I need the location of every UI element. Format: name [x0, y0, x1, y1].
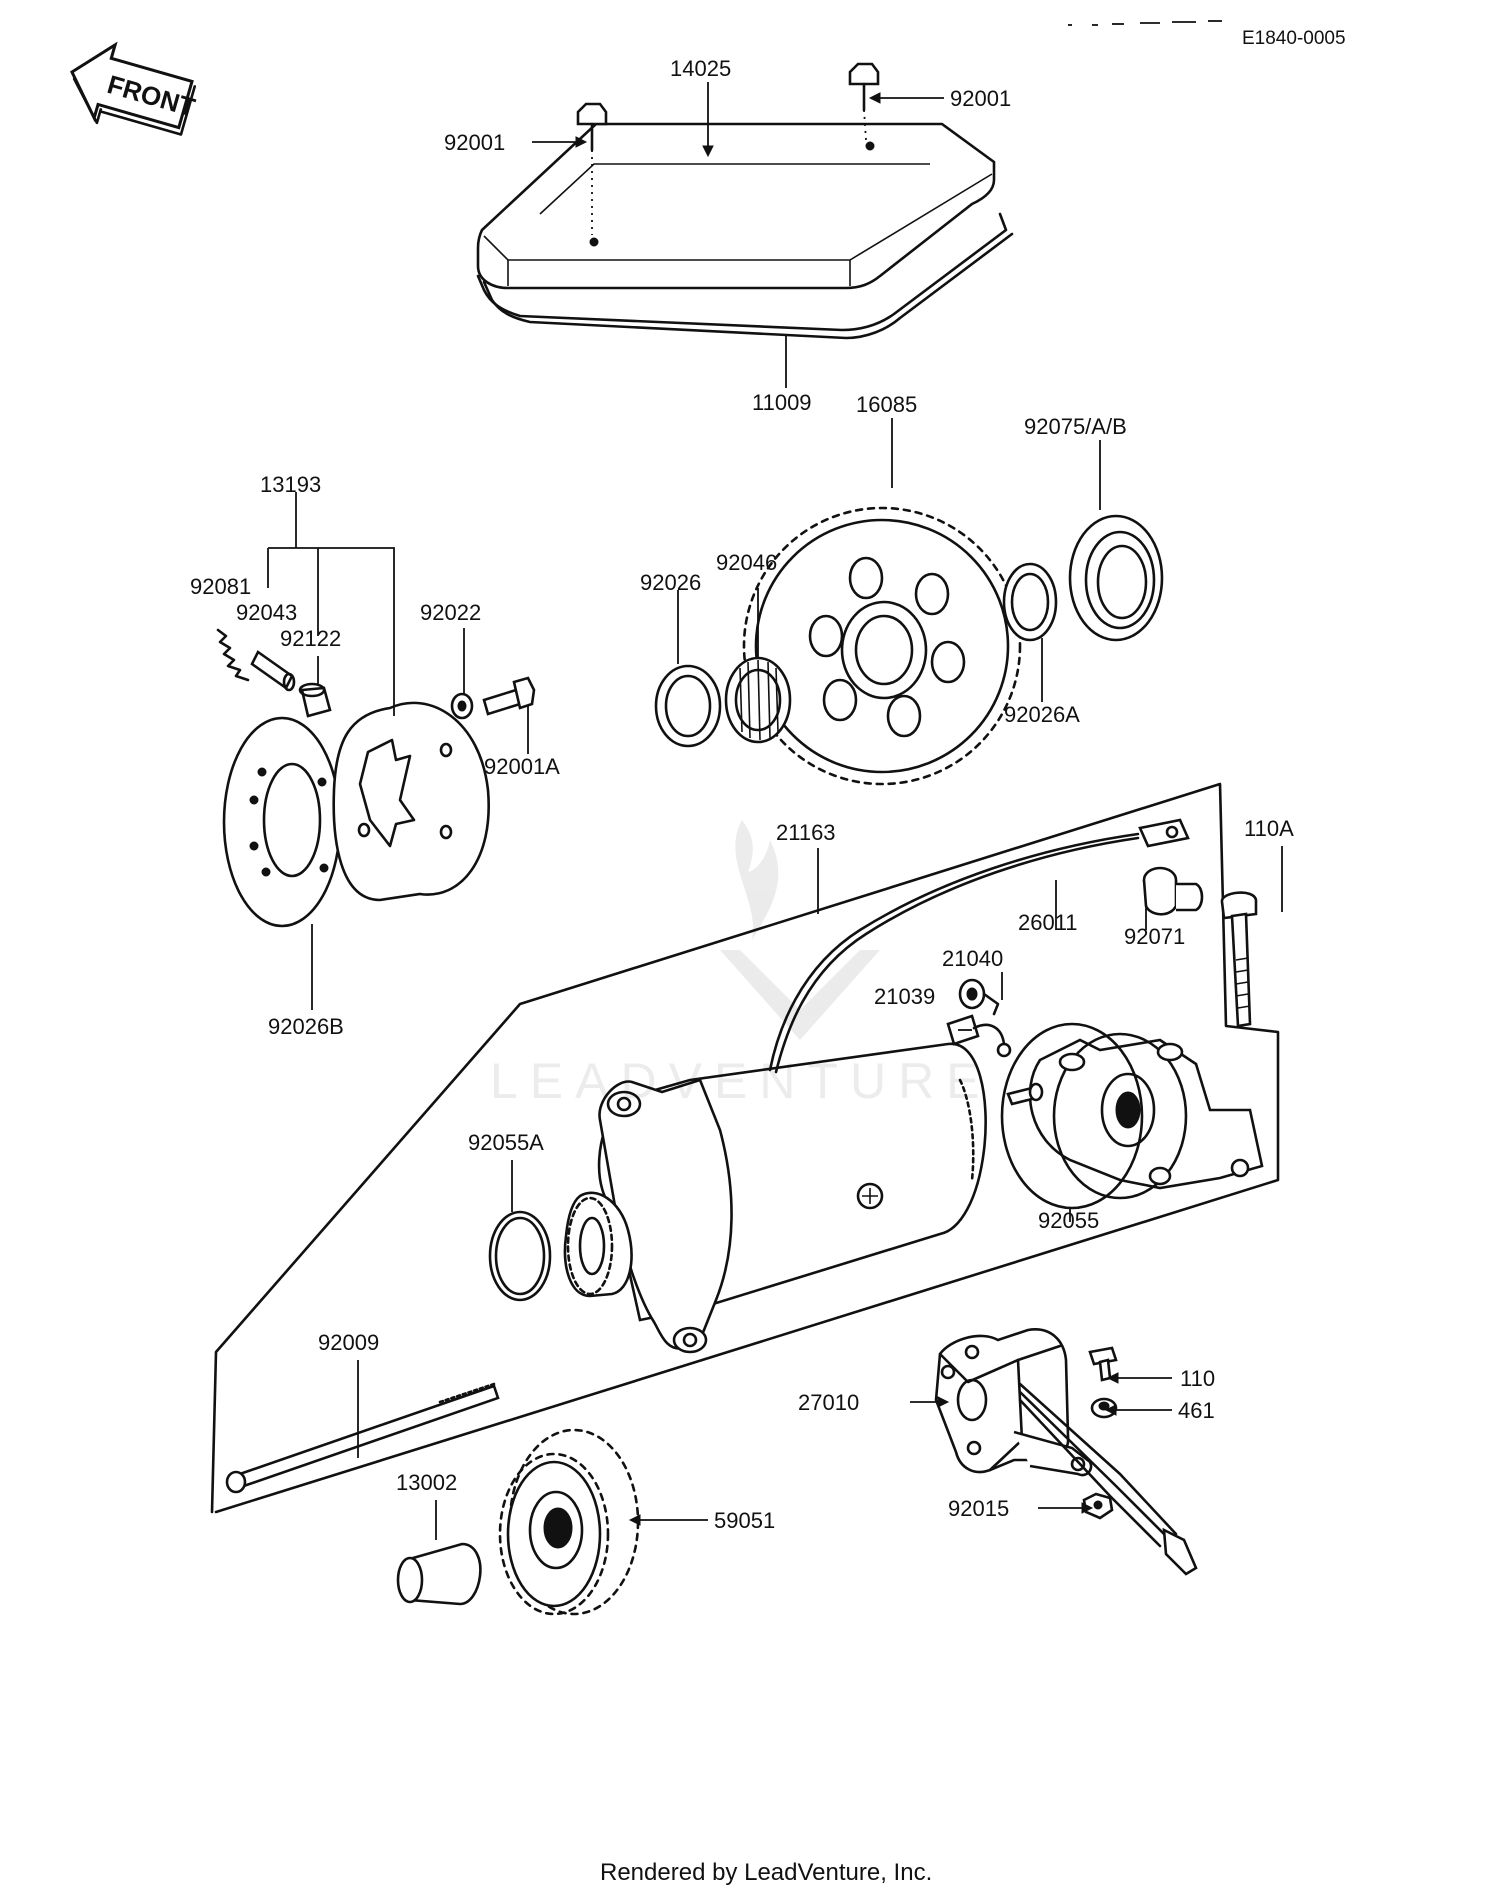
part-label-26011: 26011: [1018, 910, 1078, 935]
part-label-92009: 92009: [318, 1330, 379, 1355]
leader-lines: [267, 82, 1283, 1540]
part-label-92001A: 92001A: [484, 754, 560, 779]
clutch-body-part-13193: [332, 701, 490, 902]
lead-wire-part-26011: [768, 818, 1190, 1074]
needle-bearing-part-92046: [724, 656, 792, 744]
part-label-92015: 92015: [948, 1496, 1009, 1521]
part-label-92046: 92046: [716, 550, 777, 575]
leader-arrowheads: [575, 92, 1119, 1526]
part-label-92001-left: 92001: [444, 130, 505, 155]
part-label-92055A: 92055A: [468, 1130, 544, 1155]
o-ring-part-92055A: [488, 1210, 552, 1302]
clutch-plate-part-92026B: [222, 716, 342, 928]
gear-part-16085: [742, 506, 1022, 786]
bolt-part-110A: [1220, 891, 1258, 1028]
part-labels: 14025 92001 92001 11009 16085 92075/A/B …: [190, 56, 1294, 1533]
part-label-92026B: 92026B: [268, 1014, 344, 1039]
roller-part-92122: [298, 682, 332, 718]
part-label-92071: 92071: [1124, 924, 1185, 949]
plug-part-92043: [250, 650, 296, 692]
gear-part-59051: [498, 1428, 640, 1616]
spring-part-92081: [216, 628, 250, 682]
part-label-13193: 13193: [260, 472, 321, 497]
part-label-21163: 21163: [776, 820, 836, 845]
part-label-92075: 92075/A/B: [1024, 414, 1127, 439]
part-label-21039: 21039: [874, 984, 935, 1009]
part-label-92026: 92026: [640, 570, 701, 595]
watermark-text: LEADVENTURE: [490, 1053, 992, 1109]
washer-part-92026: [654, 664, 722, 748]
part-label-110A: 110A: [1244, 816, 1294, 841]
part-label-92022: 92022: [420, 600, 481, 625]
part-label-27010: 27010: [798, 1390, 859, 1415]
bolt-92001-left: [576, 102, 608, 235]
o-ring-part-92055: [1000, 1022, 1144, 1210]
part-label-11009: 11009: [752, 390, 812, 415]
watermark-logo-icon: [720, 820, 880, 1040]
part-label-92122: 92122: [280, 626, 341, 651]
bolt-part-110: [1088, 1346, 1118, 1382]
part-label-92081: 92081: [190, 574, 251, 599]
part-label-92043: 92043: [236, 600, 297, 625]
part-label-13002: 13002: [396, 1470, 457, 1495]
starter-motor-part-21163: [563, 1042, 987, 1354]
brush-spring-part-21040: [958, 978, 1000, 1016]
part-label-110: 110: [1180, 1366, 1215, 1391]
part-label-59051: 59051: [714, 1508, 775, 1533]
cover-part-14025: [476, 122, 996, 290]
part-label-92001-right: 92001: [950, 86, 1011, 111]
part-label-92055: 92055: [1038, 1208, 1099, 1233]
diagram-code: E1840-0005: [1242, 28, 1346, 49]
part-label-21040: 21040: [942, 946, 1003, 971]
end-cover-part-21163: [1028, 1032, 1264, 1200]
washer-part-92022: [450, 692, 474, 720]
part-label-16085: 16085: [856, 392, 917, 417]
nut-part-92015: [1082, 1492, 1114, 1520]
bolt-part-92001A: [482, 676, 536, 716]
header-dashes: [1068, 20, 1222, 26]
grommet-part-92071: [1142, 866, 1204, 916]
bolt-part-92001B: [1006, 1082, 1044, 1106]
part-label-461: 461: [1178, 1398, 1215, 1423]
relay-part-27010: [934, 1328, 1198, 1576]
gasket-part-11009: [476, 212, 1014, 340]
part-label-92026A: 92026A: [1004, 702, 1080, 727]
part-label-14025: 14025: [670, 56, 731, 81]
front-arrow-icon: FRONT: [70, 41, 199, 136]
seal-part-92075: [1068, 514, 1164, 642]
collar-part-13002: [396, 1542, 482, 1606]
footer-credit: Rendered by LeadVenture, Inc.: [600, 1859, 932, 1886]
through-bolt-part-92009: [225, 1382, 500, 1494]
washer-part-92026A: [1002, 562, 1058, 642]
bolt-92001-right: [848, 62, 880, 141]
